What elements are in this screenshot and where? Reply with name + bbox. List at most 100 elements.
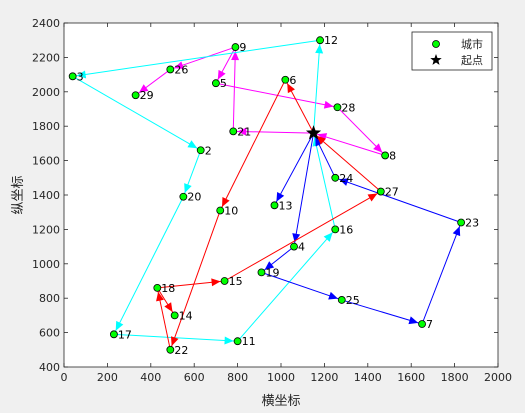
route-arrowhead — [328, 291, 338, 300]
route-arrowhead — [174, 61, 184, 69]
y-axis-label: 纵坐标 — [11, 175, 26, 214]
city-point — [270, 201, 279, 210]
x-tick-label: 600 — [184, 371, 205, 384]
city-label: 26 — [174, 63, 188, 76]
route-arrowhead — [315, 44, 324, 54]
city-point — [231, 43, 240, 51]
city-point — [281, 75, 290, 84]
city-point — [316, 36, 324, 45]
city-point — [229, 127, 238, 136]
city-label: 18 — [161, 282, 175, 295]
route-arrowhead — [224, 336, 234, 345]
route-arrowhead — [339, 178, 349, 186]
x-tick-label: 800 — [227, 371, 248, 384]
route-arrowhead — [184, 183, 192, 193]
city-label: 7 — [426, 318, 433, 331]
x-tick-label: 1200 — [310, 371, 338, 384]
route-edges — [72, 39, 462, 350]
route-segment — [113, 333, 238, 342]
y-tick-label: 1400 — [32, 189, 60, 202]
y-tick-label: 800 — [39, 292, 60, 305]
y-axis-ticks: 4006008001000120014001600180020002200240… — [32, 17, 498, 374]
x-tick-label: 0 — [61, 371, 68, 384]
city-point — [179, 192, 188, 201]
y-tick-label: 600 — [39, 327, 60, 340]
city-label: 17 — [118, 328, 132, 341]
city-point — [170, 311, 179, 320]
x-tick-label: 2000 — [484, 371, 512, 384]
route-segment — [232, 47, 236, 132]
city-label: 28 — [341, 101, 355, 114]
route-arrowhead — [231, 51, 240, 61]
city-label: 9 — [239, 41, 246, 54]
city-label: 8 — [389, 149, 396, 162]
city-point — [216, 206, 225, 215]
x-tick-label: 1400 — [354, 371, 382, 384]
city-points — [68, 36, 466, 354]
route-arrowhead — [211, 278, 221, 287]
route-segment — [169, 210, 221, 350]
legend-start-marker — [430, 54, 442, 65]
route-arrowhead — [115, 320, 124, 331]
city-label: 3 — [77, 70, 84, 83]
route-segment — [113, 196, 184, 335]
x-tick-label: 400 — [140, 371, 161, 384]
city-label: 23 — [465, 217, 479, 230]
route-arrowhead — [164, 302, 173, 313]
city-label: 12 — [324, 34, 338, 47]
route-arrowhead — [408, 316, 419, 325]
route-segment — [72, 75, 201, 151]
route-segment — [293, 132, 315, 247]
start-point — [305, 125, 322, 140]
x-tick-label: 1000 — [267, 371, 295, 384]
y-tick-label: 1800 — [32, 120, 60, 133]
route-arrowhead — [264, 261, 275, 270]
route-segment — [421, 222, 462, 325]
y-tick-label: 2200 — [32, 51, 60, 64]
route-segment — [313, 40, 321, 134]
route-arrowhead — [323, 232, 333, 242]
city-point — [290, 242, 298, 251]
city-label: 27 — [385, 186, 399, 199]
city-label: 20 — [187, 191, 201, 204]
y-tick-label: 1200 — [32, 223, 60, 236]
route-segment — [219, 79, 286, 211]
city-point — [166, 345, 175, 354]
city-label: 6 — [289, 74, 296, 87]
city-point — [331, 225, 340, 234]
route-segment — [341, 299, 423, 325]
y-tick-label: 1600 — [32, 155, 60, 168]
route-arrowhead — [237, 127, 247, 136]
route-arrowhead — [367, 193, 378, 202]
legend-city-marker — [432, 40, 440, 48]
legend-city-label: 城市 — [461, 37, 483, 51]
route-segment — [335, 177, 462, 223]
city-label: 13 — [278, 199, 292, 212]
city-point — [220, 277, 229, 285]
city-label: 22 — [174, 344, 188, 357]
x-tick-label: 1800 — [441, 371, 469, 384]
city-point — [196, 146, 205, 155]
route-segment — [224, 191, 382, 282]
route-arrowhead — [316, 135, 326, 145]
route-segment — [313, 132, 382, 192]
route-arrowhead — [138, 84, 149, 93]
route-segment — [313, 132, 336, 230]
city-label: 19 — [265, 266, 279, 279]
city-label: 4 — [298, 241, 305, 254]
city-point — [337, 296, 346, 304]
route-arrowhead — [315, 136, 323, 147]
city-point — [418, 320, 426, 328]
y-tick-label: 400 — [39, 361, 60, 374]
city-point — [211, 79, 220, 88]
route-arrowhead — [373, 143, 383, 153]
city-point — [131, 91, 140, 100]
route-arrowhead — [276, 191, 285, 202]
city-point — [166, 65, 175, 74]
route-segment — [237, 229, 336, 342]
city-point — [376, 187, 385, 196]
city-label: 5 — [220, 77, 227, 90]
city-point — [257, 268, 266, 277]
